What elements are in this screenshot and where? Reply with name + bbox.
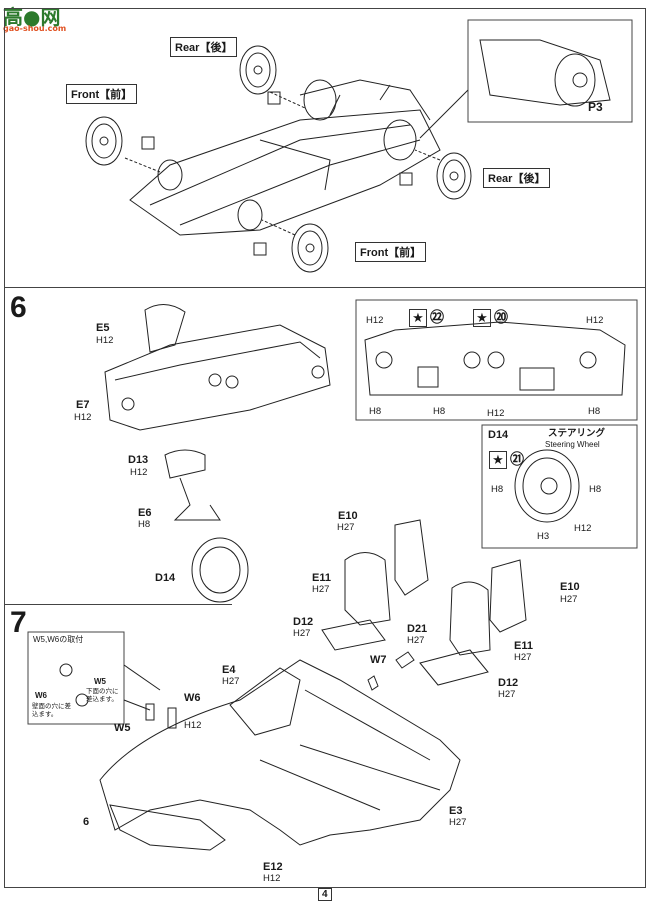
watermark-logo-text: 高●网 bbox=[3, 5, 61, 29]
part-e6-paint: H8 bbox=[138, 519, 151, 530]
part-e10-right: E10 bbox=[560, 581, 580, 593]
part-e11-left: E11 bbox=[312, 572, 331, 584]
ref-step-6: 6 bbox=[83, 816, 90, 828]
part-e10-right-paint: H27 bbox=[560, 594, 578, 605]
inset-w5-note: 下面の穴に差込ます。 bbox=[86, 688, 119, 703]
part-e12: E12 bbox=[263, 861, 283, 873]
watermark-url: gao-shou.com bbox=[3, 24, 67, 33]
part-e11-right-paint: H27 bbox=[514, 652, 532, 663]
label-front-bottom: Front【前】 bbox=[355, 242, 427, 262]
part-d12-left-paint: H27 bbox=[293, 628, 311, 639]
part-e11-left-paint: H27 bbox=[312, 584, 330, 595]
detail-h12-right: H12 bbox=[586, 315, 604, 326]
part-w5: W5 bbox=[114, 722, 131, 734]
page-frame bbox=[4, 8, 646, 888]
inset-w6: W6 bbox=[35, 691, 47, 700]
part-e5-paint: H12 bbox=[96, 335, 114, 346]
steering-h8-right: H8 bbox=[589, 484, 602, 495]
star-icon: ★ bbox=[489, 451, 507, 469]
part-d13: D13 bbox=[128, 454, 149, 466]
part-e7-paint: H12 bbox=[74, 412, 92, 423]
part-e11-right: E11 bbox=[514, 640, 533, 652]
page-number: 4 bbox=[318, 888, 332, 901]
part-e6: E6 bbox=[138, 507, 152, 519]
inset-w6-note: 壁面の穴に差込ます。 bbox=[32, 703, 71, 718]
paint-callout-21: ㉑ bbox=[510, 451, 524, 467]
label-rear-top: Rear【後】 bbox=[170, 37, 238, 57]
part-d13-paint: H12 bbox=[130, 467, 148, 478]
star-icon: ★ bbox=[409, 309, 427, 327]
part-e12-paint: H12 bbox=[263, 873, 281, 884]
paint-callout-20: ⑳ bbox=[494, 309, 508, 325]
part-d21: D21 bbox=[407, 623, 428, 635]
inset-label-p3: P3 bbox=[588, 100, 603, 114]
part-d14: D14 bbox=[155, 572, 176, 584]
label-front-left: Front【前】 bbox=[66, 84, 138, 104]
part-w7: W7 bbox=[370, 654, 387, 666]
watermark-logo: 高●网 gao-shou.com bbox=[0, 0, 75, 34]
part-e4: E4 bbox=[222, 664, 236, 676]
part-e3: E3 bbox=[449, 805, 463, 817]
part-d12-right-paint: H27 bbox=[498, 689, 516, 700]
steering-h8-left: H8 bbox=[491, 484, 504, 495]
detail-h12-mid: H12 bbox=[487, 408, 505, 419]
part-w6-paint: H12 bbox=[184, 720, 202, 731]
part-e10-left-paint: H27 bbox=[337, 522, 355, 533]
steering-title-en: Steering Wheel bbox=[545, 440, 600, 449]
steering-title-jp: ステアリング bbox=[548, 428, 606, 439]
part-d21-paint: H27 bbox=[407, 635, 425, 646]
steering-h3: H3 bbox=[537, 531, 550, 542]
paint-callout-22: ㉒ bbox=[430, 309, 444, 325]
part-e10-left: E10 bbox=[338, 510, 358, 522]
divider-step6 bbox=[4, 287, 645, 288]
part-e5: E5 bbox=[96, 322, 110, 334]
inset-w5: W5 bbox=[94, 677, 106, 686]
detail-h8-mid: H8 bbox=[433, 406, 446, 417]
part-d12-left: D12 bbox=[293, 616, 314, 628]
step-number-6: 6 bbox=[10, 291, 27, 324]
part-e4-paint: H27 bbox=[222, 676, 240, 687]
detail-h12-left: H12 bbox=[366, 315, 384, 326]
part-e7: E7 bbox=[76, 399, 90, 411]
steering-h12: H12 bbox=[574, 523, 592, 534]
steering-part: D14 bbox=[488, 429, 509, 441]
detail-h8-left: H8 bbox=[369, 406, 382, 417]
inset-title: W5,W6の取付 bbox=[33, 635, 84, 644]
step-number-7: 7 bbox=[10, 606, 27, 639]
divider-step7 bbox=[4, 604, 232, 605]
star-icon: ★ bbox=[473, 309, 491, 327]
part-e3-paint: H27 bbox=[449, 817, 467, 828]
detail-h8-right: H8 bbox=[588, 406, 601, 417]
part-w6: W6 bbox=[184, 692, 201, 704]
part-d12-right: D12 bbox=[498, 677, 519, 689]
label-rear-right: Rear【後】 bbox=[483, 168, 551, 188]
